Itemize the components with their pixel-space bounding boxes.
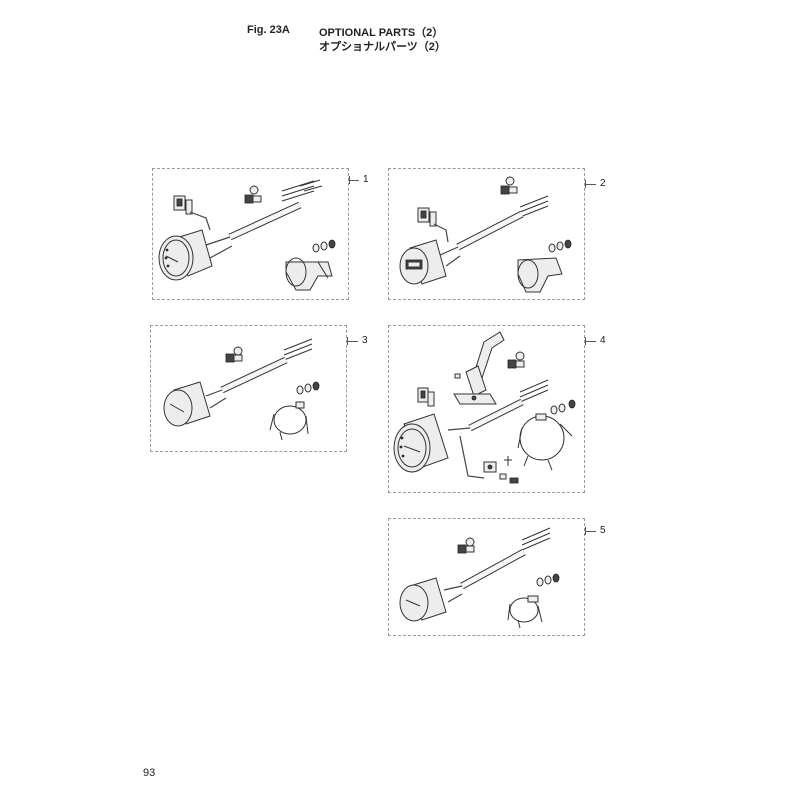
group-4-connector-plug[interactable]: [417, 387, 435, 407]
group-5-gauge-wires: [443, 585, 463, 603]
group-4-bracket-arm[interactable]: [453, 331, 505, 405]
group-2-cable-terminals[interactable]: [519, 195, 549, 218]
figure-number: Fig. 23A: [247, 24, 290, 36]
group-4-gauge[interactable]: [393, 413, 449, 473]
group-2-connector-wire: [433, 223, 449, 243]
group-1-gauge[interactable]: [158, 229, 213, 281]
group-1-connector-plug[interactable]: [173, 195, 193, 215]
group-3-bulb-socket[interactable]: [225, 346, 243, 363]
callout-number-3: 3: [362, 335, 368, 346]
group-3-gauge-wires: [205, 389, 227, 409]
group-4-clip[interactable]: [483, 461, 497, 473]
group-3-washers-nut[interactable]: [296, 381, 320, 395]
group-5-gauge[interactable]: [399, 577, 447, 622]
part-group-5[interactable]: [388, 518, 585, 636]
callout-number-2: 2: [600, 178, 606, 189]
part-group-1[interactable]: [152, 168, 349, 300]
group-4-bulb-socket[interactable]: [507, 351, 525, 369]
page-number: 93: [143, 767, 156, 779]
callout-tick-1: [349, 176, 350, 184]
group-4-small-screw[interactable]: [454, 373, 461, 379]
group-5-mounting-bracket[interactable]: [507, 595, 543, 629]
group-2-bulb-socket[interactable]: [500, 176, 518, 195]
callout-tick-2: [585, 180, 586, 188]
callout-leader-5: [585, 531, 596, 532]
group-4-screws[interactable]: [499, 456, 519, 484]
callout-leader-4: [585, 341, 596, 342]
group-1-mounting-bracket[interactable]: [285, 257, 333, 291]
group-2-gauge-wires: [439, 246, 461, 267]
group-1-gauge-wires: [202, 236, 233, 259]
part-group-3[interactable]: [150, 325, 347, 452]
group-4-washers-nut[interactable]: [550, 399, 576, 415]
group-2-connector-plug[interactable]: [417, 207, 437, 227]
group-4-cable-terminals[interactable]: [519, 379, 549, 403]
group-5-washers-nut[interactable]: [536, 573, 560, 587]
group-1-washers-nut[interactable]: [312, 239, 336, 253]
callout-number-1: 1: [363, 174, 369, 185]
callout-tick-5: [585, 527, 586, 535]
group-2-washers-nut[interactable]: [548, 239, 572, 253]
callout-number-5: 5: [600, 525, 606, 536]
group-3-cable-terminals[interactable]: [283, 338, 313, 361]
group-1-cable-terminals[interactable]: [281, 179, 323, 202]
group-4-mounting-ring[interactable]: [517, 413, 573, 471]
figure-title-japanese: オプショナルパーツ（2）: [319, 41, 446, 53]
group-4-gauge-wires: [447, 427, 485, 479]
figure-title-english: OPTIONAL PARTS（2）: [319, 27, 444, 39]
group-5-cable-terminals[interactable]: [521, 527, 551, 551]
group-5-bulb-socket[interactable]: [457, 537, 475, 554]
group-2-gauge[interactable]: [399, 239, 447, 285]
callout-tick-3: [347, 337, 348, 345]
callout-leader-2: [585, 184, 596, 185]
callout-tick-4: [585, 337, 586, 345]
group-1-bulb-socket[interactable]: [244, 185, 262, 204]
group-2-mounting-bracket[interactable]: [517, 257, 563, 293]
group-3-gauge[interactable]: [163, 381, 211, 427]
part-group-4[interactable]: [388, 325, 585, 493]
part-group-2[interactable]: [388, 168, 585, 300]
callout-number-4: 4: [600, 335, 606, 346]
group-1-connector-wire: [189, 211, 211, 231]
callout-leader-3: [347, 341, 358, 342]
callout-leader-1: [349, 180, 359, 181]
group-3-mounting-bracket[interactable]: [269, 401, 309, 441]
